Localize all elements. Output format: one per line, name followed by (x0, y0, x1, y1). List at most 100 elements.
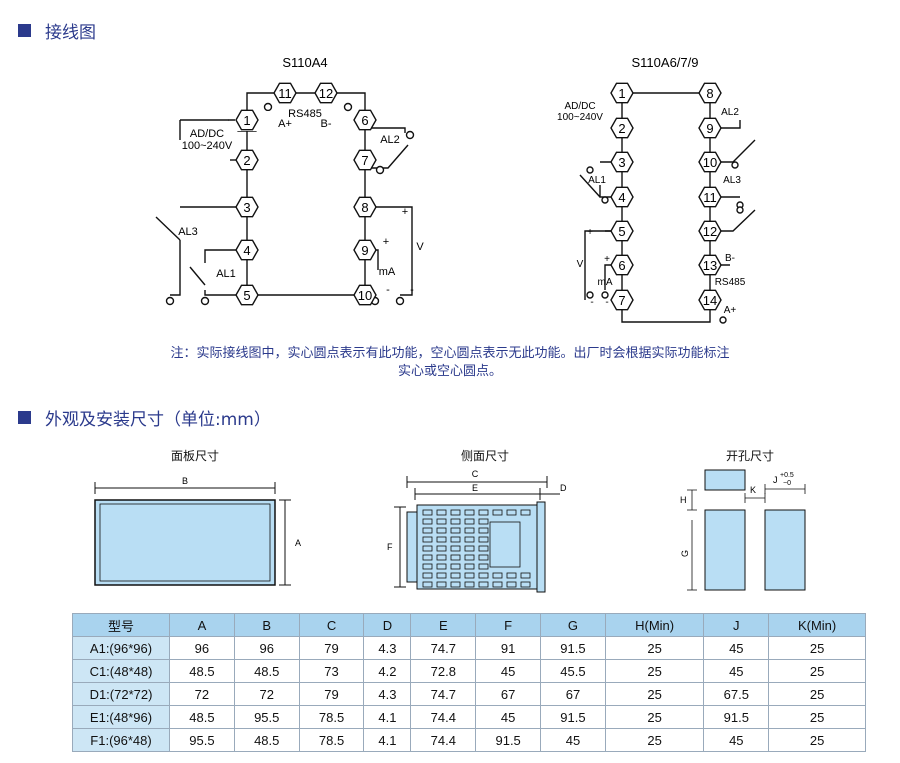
terminal-10: 10 (353, 284, 377, 306)
table-cell: 25 (604, 682, 705, 706)
b-minus-label: B- (725, 253, 735, 264)
table-cell: 45.5 (540, 659, 606, 683)
table-cell: 73 (298, 659, 365, 683)
ma-label: mA (598, 277, 613, 288)
table-cell: 91.5 (703, 705, 770, 729)
svg-text:8: 8 (706, 86, 713, 101)
table-cell: 67 (540, 682, 606, 706)
dim-k-label: K (750, 485, 756, 495)
terminal-12: 12 (698, 220, 722, 242)
dim-h-label: H (680, 495, 687, 505)
table-cell: 4.2 (363, 659, 412, 683)
svg-text:11: 11 (703, 190, 717, 205)
plus-label: + (402, 206, 408, 218)
table-cell: 45 (703, 659, 770, 683)
svg-text:5: 5 (618, 224, 625, 239)
terminal-6: 6 (353, 109, 377, 131)
table-cell: 25 (768, 636, 866, 660)
column-header: E (410, 613, 477, 637)
table-cell: 79 (298, 636, 365, 660)
svg-text:7: 7 (618, 293, 625, 308)
table-cell: 45 (703, 636, 770, 660)
terminal-6: 6 (610, 254, 634, 276)
svg-text:13: 13 (703, 258, 717, 273)
terminal-7: 7 (610, 289, 634, 311)
side-dimension-title: 侧面尺寸 (460, 449, 509, 463)
terminal-9: 9 (353, 239, 377, 261)
svg-text:10: 10 (358, 288, 372, 303)
terminal-9: 9 (698, 117, 722, 139)
table-cell: 48.5 (169, 705, 235, 729)
table-cell: 74.4 (410, 705, 477, 729)
terminal-2: 2 (610, 117, 634, 139)
dim-j-tol-plus: +0.5 (780, 472, 794, 479)
column-header: H(Min) (604, 613, 705, 637)
table-cell: 74.7 (410, 682, 477, 706)
table-cell: 45 (540, 728, 606, 752)
al2-label: AL2 (380, 134, 400, 146)
al3-label: AL3 (178, 226, 198, 238)
dim-b-label: B (182, 476, 188, 486)
plus-label-2: + (383, 236, 389, 248)
svg-text:3: 3 (243, 200, 250, 215)
dim-j-label: J (773, 475, 778, 485)
terminal-11: 11 (273, 82, 297, 104)
plus-label: + (587, 227, 593, 238)
table-cell: 25 (604, 659, 705, 683)
model-cell: F1:(96*48) (72, 728, 170, 752)
table-cell: 95.5 (233, 705, 300, 729)
column-header: A (169, 613, 235, 637)
power-label-1: AD/DC (564, 101, 595, 112)
a-plus-label: A+ (724, 305, 737, 316)
model-cell: E1:(48*96) (72, 705, 170, 729)
table-cell: 95.5 (169, 728, 235, 752)
table-cell: 96 (233, 636, 300, 660)
dim-d-label: D (560, 483, 567, 493)
bullet-square-icon (18, 411, 31, 424)
terminal-11: 11 (698, 186, 722, 208)
table-cell: 74.7 (410, 636, 477, 660)
power-label-2: 100~240V (182, 140, 233, 152)
column-header: J (703, 613, 770, 637)
table-cell: 91.5 (540, 705, 606, 729)
section-heading-dimensions: 外观及安装尺寸（单位:mm） (18, 405, 271, 430)
column-header: 型号 (72, 613, 170, 637)
al1-label: AL1 (216, 268, 236, 280)
terminal-1: 1 (610, 82, 634, 104)
section-title: 外观及安装尺寸（单位:mm） (45, 410, 271, 430)
table-cell: 67 (475, 682, 542, 706)
minus-label: - (590, 297, 593, 308)
terminal-7: 7 (353, 149, 377, 171)
column-header: D (363, 613, 412, 637)
terminal-4: 4 (235, 239, 259, 261)
dim-j-tol-minus: −0 (783, 480, 791, 487)
table-cell: 78.5 (298, 728, 365, 752)
table-cell: 25 (604, 728, 705, 752)
terminal-10: 10 (698, 151, 722, 173)
panel-dimension-drawing: B A (94, 476, 301, 586)
v-label: V (416, 241, 424, 253)
svg-text:10: 10 (703, 155, 717, 170)
svg-text:6: 6 (361, 113, 368, 128)
column-header: G (540, 613, 606, 637)
table-cell: 4.3 (363, 636, 412, 660)
table-cell: 67.5 (703, 682, 770, 706)
model-cell: D1:(72*72) (72, 682, 170, 706)
svg-text:9: 9 (361, 243, 368, 258)
table-cell: 72 (233, 682, 300, 706)
al1-label: AL1 (588, 175, 606, 186)
table-cell: 45 (703, 728, 770, 752)
table-cell: 79 (298, 682, 365, 706)
wiring-note: 注：实际接线图中，实心圆点表示有此功能，空心圆点表示无此功能。出厂时会根据实际功… (60, 345, 840, 381)
dim-g-label: G (680, 550, 690, 557)
diagram-title: S110A4 (282, 55, 327, 70)
svg-text:14: 14 (703, 293, 717, 308)
ma-label: mA (379, 266, 396, 278)
table-cell: 48.5 (169, 659, 235, 683)
svg-text:12: 12 (703, 224, 717, 239)
svg-text:7: 7 (361, 153, 368, 168)
terminal-8: 8 (698, 82, 722, 104)
